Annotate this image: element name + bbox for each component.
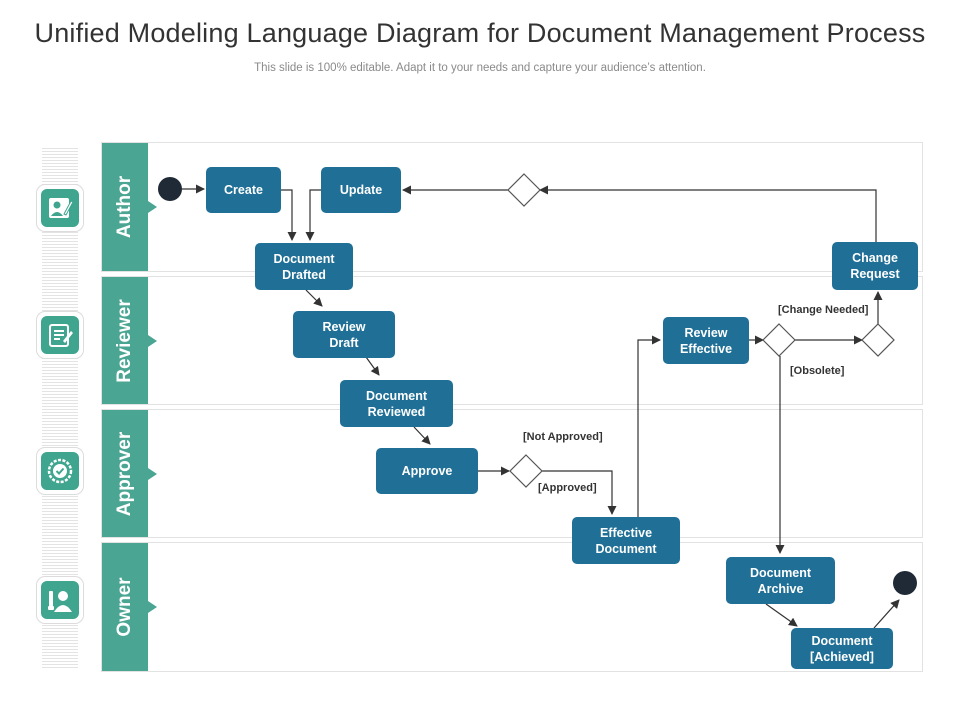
checklist-icon	[37, 312, 83, 358]
edge-effective-reviewef	[637, 335, 661, 517]
lane-header-owner: Owner	[102, 543, 157, 671]
node-create: Create	[206, 167, 281, 213]
edge-achieved-end	[873, 599, 900, 629]
node-document-drafted: Document Drafted	[255, 243, 353, 290]
lane-author: Author	[101, 142, 923, 272]
owner-person-icon	[37, 577, 83, 623]
guard-obsolete: [Obsolete]	[790, 365, 845, 377]
guard-approved: [Approved]	[538, 482, 597, 494]
start-node	[158, 177, 182, 201]
guard-change-needed: [Change Needed]	[778, 304, 869, 316]
node-change-request: Change Request	[832, 242, 918, 290]
edge-drafted-reviewdraft	[305, 289, 323, 307]
node-document-reviewed: Document Reviewed	[340, 380, 453, 427]
node-review-effective: Review Effective	[663, 317, 749, 364]
decision-update	[507, 173, 541, 207]
edge-reviewdraft-reviewed	[365, 356, 380, 376]
node-document-achieved: Document [Achieved]	[791, 628, 893, 669]
node-effective-document: Effective Document	[572, 517, 680, 564]
decision-change	[861, 323, 895, 357]
edge-update-drafted	[305, 189, 321, 241]
edge-change-update-decision	[539, 185, 877, 242]
edge-archive-achieved	[765, 603, 798, 627]
guard-not-approved: [Not Approved]	[523, 431, 603, 443]
lane-header-reviewer: Reviewer	[102, 277, 157, 404]
edge-create-drafted	[281, 189, 297, 241]
node-document-archive: Document Archive	[726, 557, 835, 604]
lane-header-approver: Approver	[102, 410, 157, 537]
node-approve: Approve	[376, 448, 478, 494]
node-review-draft: Review Draft	[293, 311, 395, 358]
edge-decision-effective	[540, 470, 617, 515]
lane-header-author: Author	[102, 143, 157, 271]
decision-approval	[509, 454, 543, 488]
edge-reviewed-approve	[413, 426, 431, 445]
page-title: Unified Modeling Language Diagram for Do…	[34, 18, 926, 48]
decision-review	[762, 323, 796, 357]
page-subtitle: This slide is 100% editable. Adapt it to…	[254, 62, 706, 74]
node-update: Update	[321, 167, 401, 213]
writer-icon	[37, 185, 83, 231]
approval-seal-icon	[37, 448, 83, 494]
end-node	[893, 571, 917, 595]
